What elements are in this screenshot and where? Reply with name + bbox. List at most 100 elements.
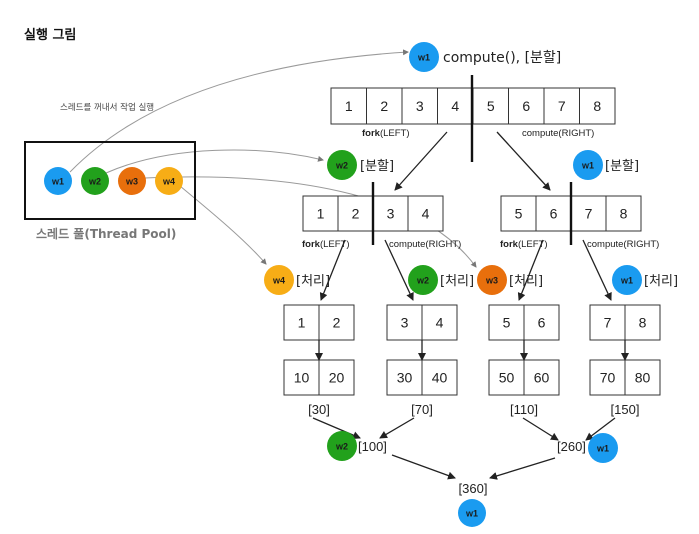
- array-cell: [421, 304, 458, 341]
- worker-circle-icon: [408, 265, 438, 295]
- worker-id-label: w1: [417, 53, 430, 63]
- merge-arrow: [379, 417, 415, 439]
- leaf-sum-label: [30]: [308, 402, 330, 417]
- array-cell-value: 2: [333, 315, 341, 331]
- worker-id-label: w3: [125, 177, 138, 187]
- root-task-label: compute(), [분할]: [443, 50, 561, 66]
- array-cell: [543, 87, 580, 125]
- array-cell: [579, 87, 616, 125]
- array-cell: [372, 195, 409, 232]
- compute-right-label: compute(RIGHT): [389, 239, 461, 250]
- array-cell-value: 50: [499, 370, 515, 386]
- array-cell-value: 6: [550, 206, 558, 222]
- root-fork-arrow: [394, 131, 448, 191]
- level1-fork-arrow: [319, 239, 346, 301]
- array-cell-value: 7: [585, 206, 593, 222]
- worker-circle-icon: [612, 265, 642, 295]
- array-cell-value: 3: [416, 98, 424, 114]
- take-thread-caption: 스레드를 꺼내서 작업 실행: [60, 103, 155, 113]
- worker-id-label: w1: [596, 444, 609, 454]
- split-label: [분할]: [360, 159, 394, 174]
- array-cell: [523, 304, 560, 341]
- leaf-sum-label: [70]: [411, 402, 433, 417]
- worker-circle-icon: [327, 150, 357, 180]
- worker-id-label: w2: [335, 442, 348, 452]
- worker-circle-icon: [264, 265, 294, 295]
- worker-id-label: w1: [465, 509, 478, 519]
- worker-id-label: w2: [416, 276, 429, 286]
- root-worker-w1: w1: [409, 42, 439, 72]
- fork-left-label: fork(LEFT): [362, 128, 410, 139]
- array-cell-value: 4: [436, 315, 444, 331]
- array-cell-value: 5: [515, 206, 523, 222]
- thread-pool-worker-w4: w4: [155, 167, 183, 195]
- worker-id-label: w2: [335, 161, 348, 171]
- array-cell: [624, 359, 661, 396]
- array-cell: [318, 359, 355, 396]
- array-cell: [386, 304, 423, 341]
- compute-right-label: compute(RIGHT): [587, 239, 659, 250]
- leaf-sum-label: [150]: [611, 402, 640, 417]
- assign-w4-process-curve: [179, 185, 267, 265]
- array-cell-value: 1: [298, 315, 306, 331]
- thread-pool-worker-w2: w2: [81, 167, 109, 195]
- array-cell-value: 70: [600, 370, 616, 386]
- array-cell-value: 1: [317, 206, 325, 222]
- array-cell: [386, 359, 423, 396]
- level1-compute-arrow: [384, 239, 414, 301]
- assign-w2-split-curve: [105, 149, 324, 174]
- array-cell: [508, 87, 545, 125]
- worker-id-label: w4: [162, 177, 175, 187]
- assign-w3-process-curve: [144, 176, 477, 268]
- worker-id-label: w1: [620, 276, 633, 286]
- merge-arrow: [522, 417, 559, 441]
- array-cell: [605, 195, 642, 232]
- process-label: [처리]: [440, 274, 474, 289]
- array-cell-value: 5: [503, 315, 511, 331]
- array-cell: [500, 195, 537, 232]
- array-cell: [283, 304, 320, 341]
- level1-fork-arrow: [517, 239, 544, 301]
- array-cell: [421, 359, 458, 396]
- worker-circle-icon: [327, 431, 357, 461]
- worker-id-label: w1: [581, 161, 594, 171]
- thread-pool-worker-w1: w1: [44, 167, 72, 195]
- merge-worker-w1: w1: [588, 433, 618, 463]
- array-cell-value: 10: [294, 370, 310, 386]
- leaf-result-array-1: 30 40: [386, 359, 458, 396]
- array-cell: [318, 304, 355, 341]
- leaf-worker-w2: w2: [408, 265, 438, 295]
- split-label: [분할]: [605, 159, 639, 174]
- array-cell-value: 20: [329, 370, 345, 386]
- array-cell: [437, 87, 474, 125]
- array-cell-value: 40: [432, 370, 448, 386]
- array-cell-value: 2: [352, 206, 360, 222]
- worker-circle-icon: [155, 167, 183, 195]
- leaf-worker-w3: w3: [477, 265, 507, 295]
- process-label: [처리]: [644, 274, 678, 289]
- array-cell: [589, 304, 626, 341]
- leaf-worker-w4: w4: [264, 265, 294, 295]
- level1-compute-arrow: [582, 239, 612, 301]
- array-cell-value: 30: [397, 370, 413, 386]
- worker-id-label: w2: [88, 177, 101, 187]
- array-cell: [302, 195, 339, 232]
- array-cell-value: 6: [538, 315, 546, 331]
- leaf-sum-label: [110]: [510, 402, 538, 417]
- array-cell-value: 2: [380, 98, 388, 114]
- final-merge-arrow: [489, 457, 556, 480]
- compute-right-label: compute(RIGHT): [522, 128, 594, 139]
- leaf-result-array-0: 10 20: [283, 359, 355, 396]
- array-cell-value: 8: [639, 315, 647, 331]
- leaf-worker-w1: w1: [612, 265, 642, 295]
- array-cell-value: 8: [620, 206, 628, 222]
- worker-circle-icon: [588, 433, 618, 463]
- fork-left-label: fork(LEFT): [302, 239, 350, 250]
